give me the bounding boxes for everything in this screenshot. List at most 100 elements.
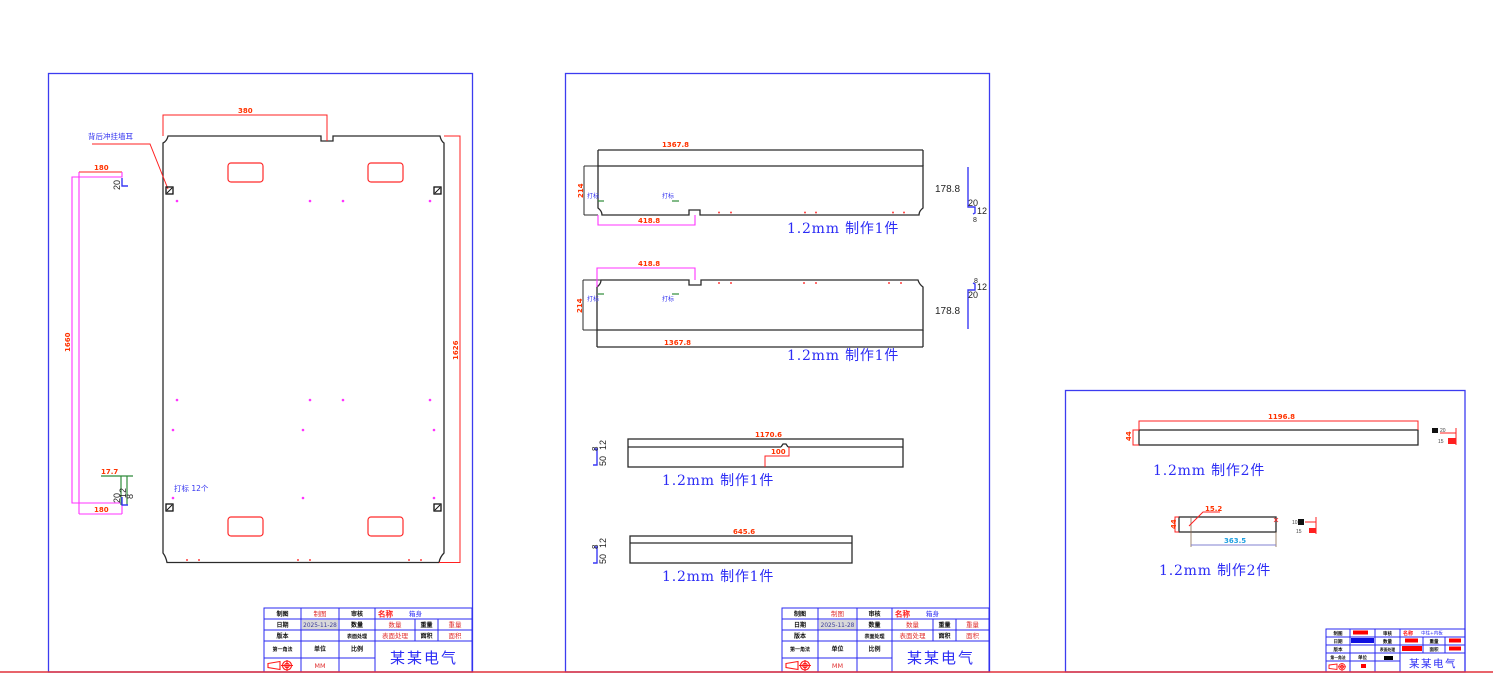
tb-company: 某某电气 xyxy=(907,649,975,667)
part-e-height-dimension: 44 xyxy=(1125,431,1133,441)
tb-label-version: 版本 xyxy=(275,632,289,640)
part-f: 363.5 15.2 44 10 15 1.2mm 制作2件 xyxy=(1159,505,1317,579)
tb-label-unit: 单位 xyxy=(831,645,843,653)
tb-redacted-scale xyxy=(1384,656,1393,660)
part-a-note: 1.2mm 制作1件 xyxy=(787,221,899,237)
wall-ear-leader-line xyxy=(92,143,169,190)
tb-label-scale: 比例 xyxy=(351,645,363,653)
marking-points xyxy=(171,199,436,500)
tb-label-scale: 比例 xyxy=(868,645,880,653)
panel-height-dimension: 1626 xyxy=(452,340,460,360)
tb-redacted-unit xyxy=(1361,664,1366,668)
part-d-section-lip: 8 xyxy=(591,544,600,549)
marking-point xyxy=(432,496,436,500)
part-a-section-profile xyxy=(967,167,976,215)
tb-value-name: 箱身 xyxy=(926,609,940,618)
tb-label-date: 日期 xyxy=(794,621,806,629)
tb-label-weight: 重量 xyxy=(938,621,950,629)
panel-height-dimension-line xyxy=(439,135,461,563)
part-f-length-dimension: 363.5 xyxy=(1224,537,1246,545)
tb-label-weight: 重量 xyxy=(1430,638,1439,645)
tb-value-date: 2025-11-28 xyxy=(303,623,337,629)
part-b-mark-label: 打标 xyxy=(662,295,674,303)
part-c-notch-dimension-line xyxy=(764,447,790,467)
part-d-section-return: 12 xyxy=(598,538,608,548)
offset-dimension: 17.7 xyxy=(101,468,118,476)
tb-label-drawn: 制图 xyxy=(276,610,288,618)
flange-top-profile xyxy=(121,178,128,187)
lip-dimension: 8 xyxy=(125,494,135,499)
part-b-section-depth: 178.8 xyxy=(935,306,960,317)
marking-point xyxy=(428,199,432,203)
side-piece: 180 180 1660 20 17.7 20 12 8 xyxy=(64,164,135,515)
part-d: 645.6 8 12 50 1.2mm 制作1件 xyxy=(591,528,853,585)
part-e-section-profile xyxy=(1432,428,1438,433)
marking-point xyxy=(308,199,312,203)
tb-company: 某某电气 xyxy=(1409,657,1457,670)
marking-point xyxy=(301,496,305,500)
part-c-section-lip: 8 xyxy=(591,446,600,451)
tb-label-area: 面积 xyxy=(1430,646,1439,653)
part-a-notch-dimension-line xyxy=(597,215,696,226)
part-f-corner-mark xyxy=(1273,517,1279,523)
part-e-length-dimension-line xyxy=(1138,420,1419,430)
tb-label-projection: 第一角法 xyxy=(790,646,810,653)
part-c-notch-dimension: 100 xyxy=(771,448,786,456)
tb-label-name: 名称 xyxy=(895,609,910,619)
marking-point xyxy=(432,428,436,432)
title-block: 制图 制图 审核 名称 箱身 日期 2025-11-28 数量 数量 重量 重量… xyxy=(263,607,473,673)
hanging-ear-icon xyxy=(433,186,442,195)
notch-offset-dimension: 380 xyxy=(238,107,253,115)
part-a-section-flange: 20 xyxy=(968,198,978,208)
tb-label-checked: 审核 xyxy=(1383,630,1392,637)
part-f-section-a: 10 xyxy=(1292,520,1298,526)
tb-label-name: 名称 xyxy=(1403,630,1413,637)
tb-redacted-quantity xyxy=(1405,638,1418,643)
marking-point xyxy=(175,398,179,402)
hanging-ear-icon xyxy=(165,186,174,195)
part-c-section-profile xyxy=(593,448,598,466)
tb-value-weight: 重量 xyxy=(966,621,980,629)
first-angle-projection-icon xyxy=(1328,663,1346,671)
marking-note: 打标 12个 xyxy=(174,483,209,493)
tb-value-drawn: 制图 xyxy=(314,609,327,618)
tb-value-date: 2025-11-28 xyxy=(821,623,855,629)
hanging-ear-icon xyxy=(433,503,442,512)
tb-value-quantity: 数量 xyxy=(389,620,403,629)
tb-label-weight: 重量 xyxy=(420,621,432,629)
part-b-section-return: 12 xyxy=(977,282,987,292)
part-f-chamfer-dimension: 15.2 xyxy=(1205,505,1222,513)
tb-redacted-surface xyxy=(1402,646,1422,651)
part-a-mark-label: 打标 xyxy=(662,192,674,200)
tb-company: 某某电气 xyxy=(390,649,458,667)
part-f-section-marker xyxy=(1309,528,1316,533)
part-b-note: 1.2mm 制作1件 xyxy=(787,348,899,364)
flange-top-dimension: 20 xyxy=(112,180,122,190)
part-b-notch-dimension-line xyxy=(596,267,696,287)
tb-value-area: 面积 xyxy=(966,631,980,640)
tb-value-quantity: 数量 xyxy=(906,620,920,629)
part-f-section-b: 15 xyxy=(1296,529,1302,535)
tb-label-name: 名称 xyxy=(378,609,393,619)
part-a-section-depth: 178.8 xyxy=(935,184,960,195)
part-f-section-profile xyxy=(1298,519,1304,525)
part-e-note: 1.2mm 制作2件 xyxy=(1153,463,1265,479)
tb-redacted-weight xyxy=(1449,638,1461,643)
marking-point xyxy=(308,398,312,402)
part-e-length-dimension: 1196.8 xyxy=(1268,413,1295,421)
tb-label-quantity: 数量 xyxy=(351,621,363,629)
part-f-chamfer-leader xyxy=(1188,511,1220,527)
part-b-height-dimension: 214 xyxy=(576,298,584,313)
part-a-length-dimension: 1367.8 xyxy=(662,141,689,149)
side-length-dimension: 1660 xyxy=(64,332,72,352)
marking-point xyxy=(175,199,179,203)
side-width-top-dimension: 180 xyxy=(94,164,109,172)
tb-label-area: 面积 xyxy=(938,632,950,640)
tb-redacted-area xyxy=(1449,646,1461,651)
part-d-outline xyxy=(629,535,853,564)
tb-label-drawn: 制图 xyxy=(794,610,806,618)
tb-label-version: 版本 xyxy=(1334,646,1343,653)
part-f-height-dimension: 44 xyxy=(1170,519,1178,529)
